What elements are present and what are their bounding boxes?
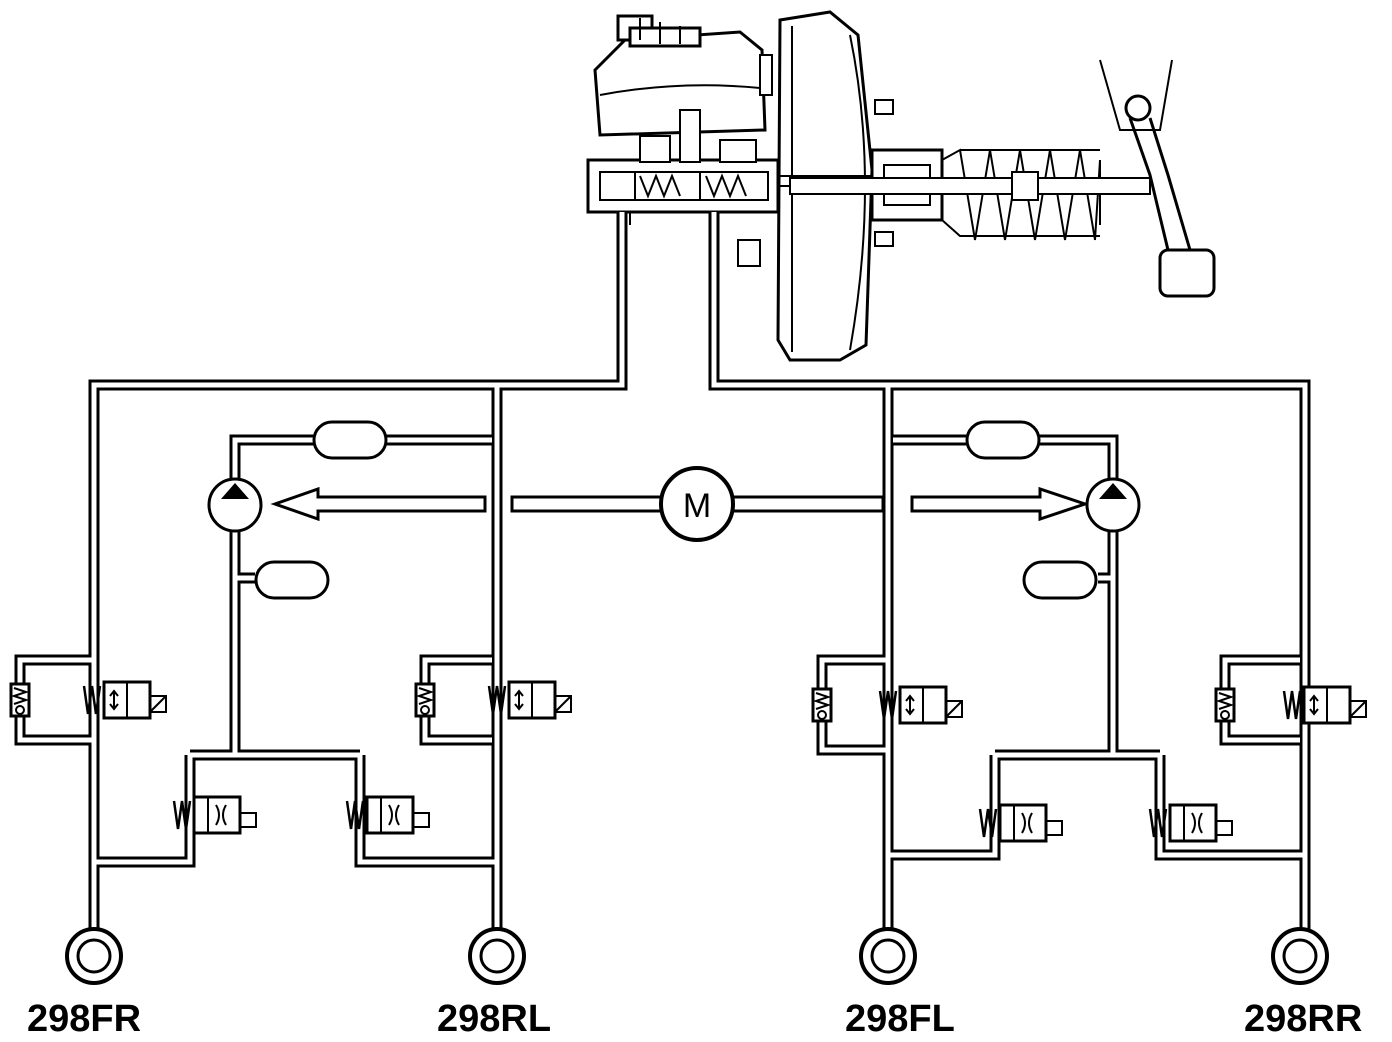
left-drive-arrow-icon (270, 486, 487, 522)
check-valve-fr-icon (9, 682, 31, 718)
wheel-brake-rl-icon (468, 927, 526, 985)
right-drive-arrow-icon (910, 486, 1090, 522)
motor-shaft (510, 495, 885, 513)
motor: M (659, 466, 735, 542)
right-pump-icon (1085, 477, 1141, 533)
inlet-valve-rr-icon (1282, 685, 1368, 725)
check-valve-rl-icon (414, 682, 436, 718)
check-valve-fl-icon (811, 687, 833, 723)
check-valve-rr-icon (1214, 687, 1236, 723)
wheel-label-fl: 298FL (845, 998, 955, 1040)
wheel-label-rr: 298RR (1244, 998, 1363, 1040)
wheel-label-rl: 298RL (437, 998, 552, 1040)
wheel-label-fr: 298FR (27, 998, 142, 1040)
master-cylinder-assembly (586, 10, 1216, 362)
wheel-brake-fl-icon (859, 927, 917, 985)
motor-label: M (683, 487, 711, 525)
left-pump-icon (207, 477, 263, 533)
right-low-pressure-accumulator (1022, 560, 1098, 600)
left-low-pressure-accumulator (254, 560, 330, 600)
right-damper-chamber (965, 420, 1041, 460)
wheel-brake-fr-icon (65, 927, 123, 985)
pipe-network (14, 212, 1311, 930)
wheel-brake-rr-icon (1271, 927, 1329, 985)
left-damper-chamber (312, 420, 388, 460)
